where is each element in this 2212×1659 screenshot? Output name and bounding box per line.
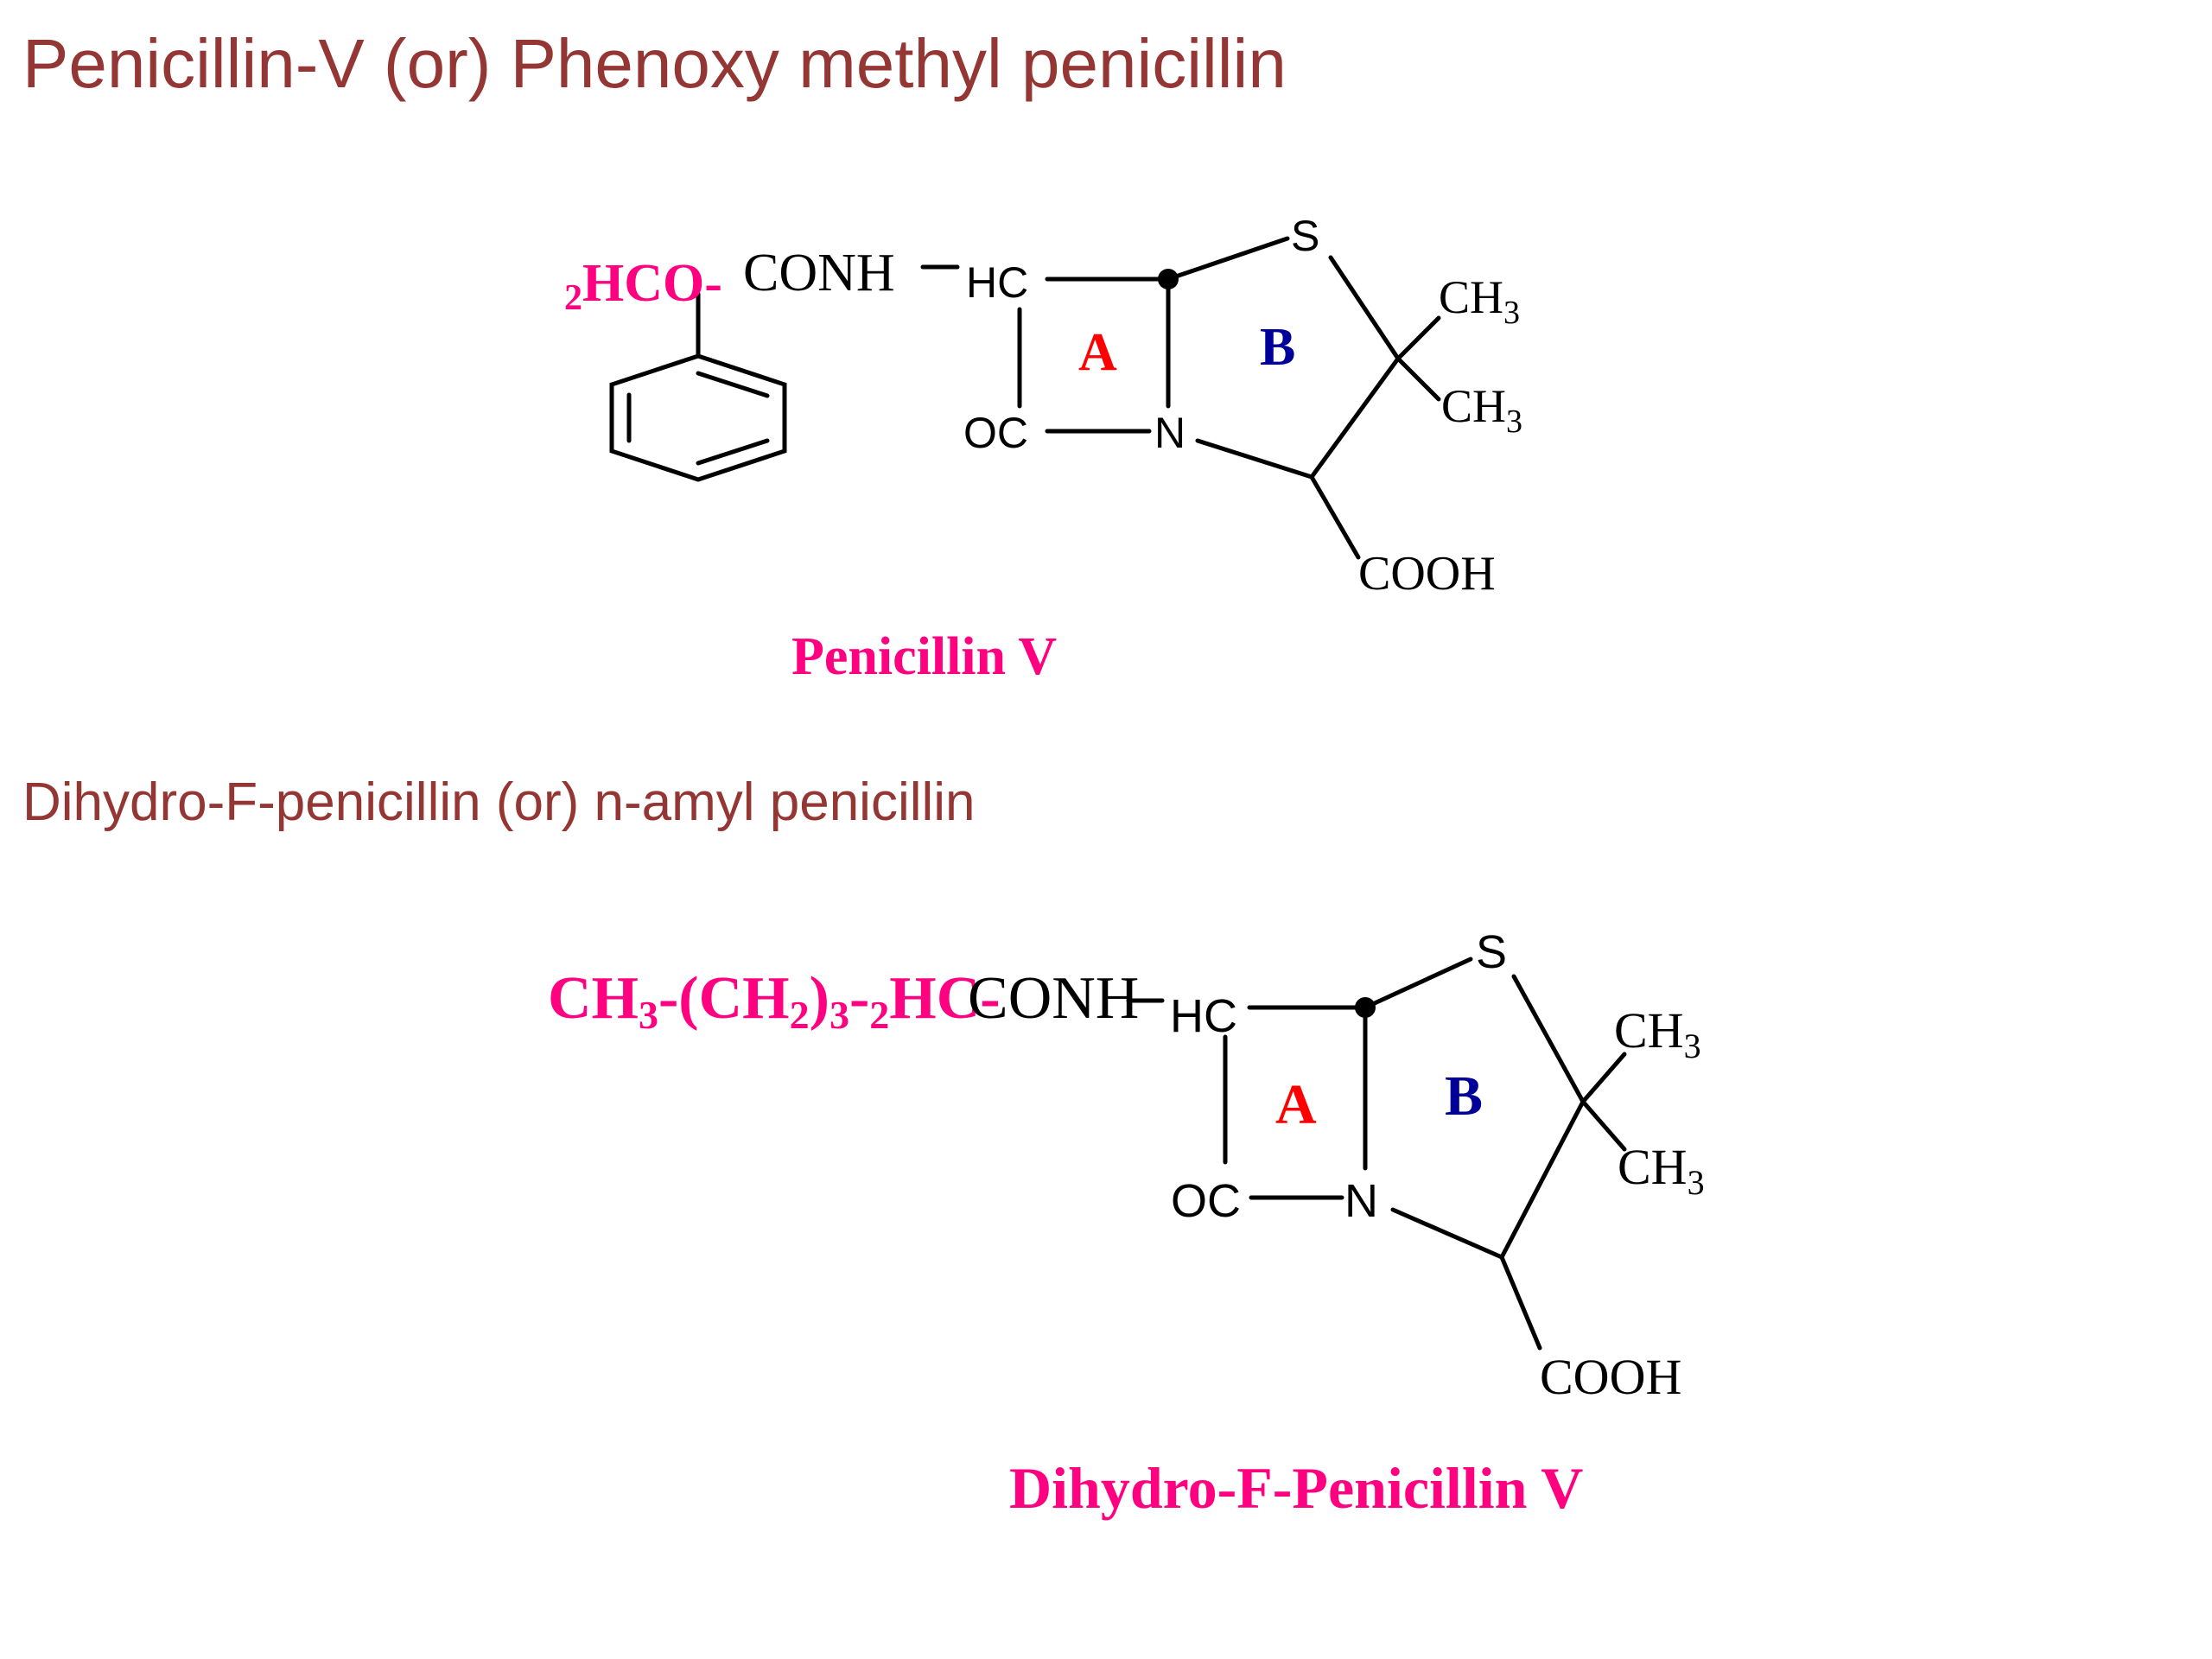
conh-label: CONH	[743, 244, 895, 302]
caption-penicillin-v: Penicillin V	[791, 627, 1057, 686]
dihydro-f-penicillin-bonds	[1126, 957, 1627, 1351]
benzene-double-bond	[696, 438, 770, 466]
ring-a-label: A	[1275, 1073, 1317, 1136]
n-label: N	[1344, 1175, 1378, 1227]
n-label: N	[1154, 409, 1185, 457]
carboxyl-bond	[1499, 1255, 1542, 1351]
benzene-ring	[609, 353, 787, 482]
methyl-label-bottom: CH3	[1618, 1139, 1705, 1202]
s-label: S	[1476, 926, 1507, 978]
methyl-bond	[1580, 1099, 1627, 1152]
benzene-double-bond	[696, 371, 770, 398]
conh-label: CONH	[968, 965, 1139, 1032]
penicillin-v-bonds	[609, 236, 1441, 560]
stereo-dot	[1355, 997, 1376, 1018]
n-carbon-bond	[1195, 438, 1314, 480]
ring-b-label: B	[1260, 318, 1295, 377]
cooh-label: COOH	[1358, 547, 1496, 601]
heading-penicillin-v: Penicillin-V (or) Phenoxy methyl penicil…	[22, 25, 1287, 102]
methyl-bond	[1580, 1052, 1627, 1104]
s-quaternary-carbon-bond	[1328, 255, 1401, 361]
bridgehead-s-bond	[1166, 236, 1290, 282]
hc-label: HC	[966, 258, 1028, 307]
methyl-bond	[1395, 356, 1441, 402]
penicillin-v-labels: 2HCO- CONH HC OC N S A B CH3 CH3 COOH Pe…	[564, 212, 1522, 686]
methyl-label-top: CH3	[1614, 1002, 1701, 1065]
side-chain-label: CH3-(CH2)3-2HC-	[548, 965, 1001, 1037]
carboxyl-bond	[1309, 474, 1361, 560]
cooh-label: COOH	[1540, 1349, 1681, 1405]
methyl-bond	[1395, 315, 1441, 361]
ring-b-label: B	[1445, 1065, 1483, 1128]
n-carbon-bond	[1390, 1207, 1504, 1260]
s-label: S	[1291, 212, 1319, 260]
quaternary-carboxyl-carbon-bond	[1499, 1099, 1586, 1260]
s-quaternary-carbon-bond	[1511, 974, 1586, 1104]
stereo-dot	[1158, 269, 1179, 289]
oc-label: OC	[1171, 1175, 1241, 1227]
hc-label: HC	[1170, 990, 1237, 1042]
heading-dihydro-f-penicillin: Dihydro-F-penicillin (or) n-amyl penicil…	[22, 772, 976, 832]
side-chain-label: 2HCO-	[564, 254, 722, 318]
bridgehead-s-bond	[1363, 957, 1473, 1010]
dihydro-f-penicillin-labels: CH3-(CH2)3-2HC- CONH HC OC N S A B CH3 C…	[548, 926, 1705, 1521]
methyl-label-top: CH3	[1439, 271, 1520, 331]
oc-label: OC	[963, 409, 1028, 457]
caption-dihydro-f-penicillin-v: Dihydro-F-Penicillin V	[1009, 1455, 1583, 1521]
quaternary-carboxyl-carbon-bond	[1309, 356, 1401, 480]
ring-a-label: A	[1078, 323, 1117, 382]
methyl-label-bottom: CH3	[1441, 380, 1522, 440]
